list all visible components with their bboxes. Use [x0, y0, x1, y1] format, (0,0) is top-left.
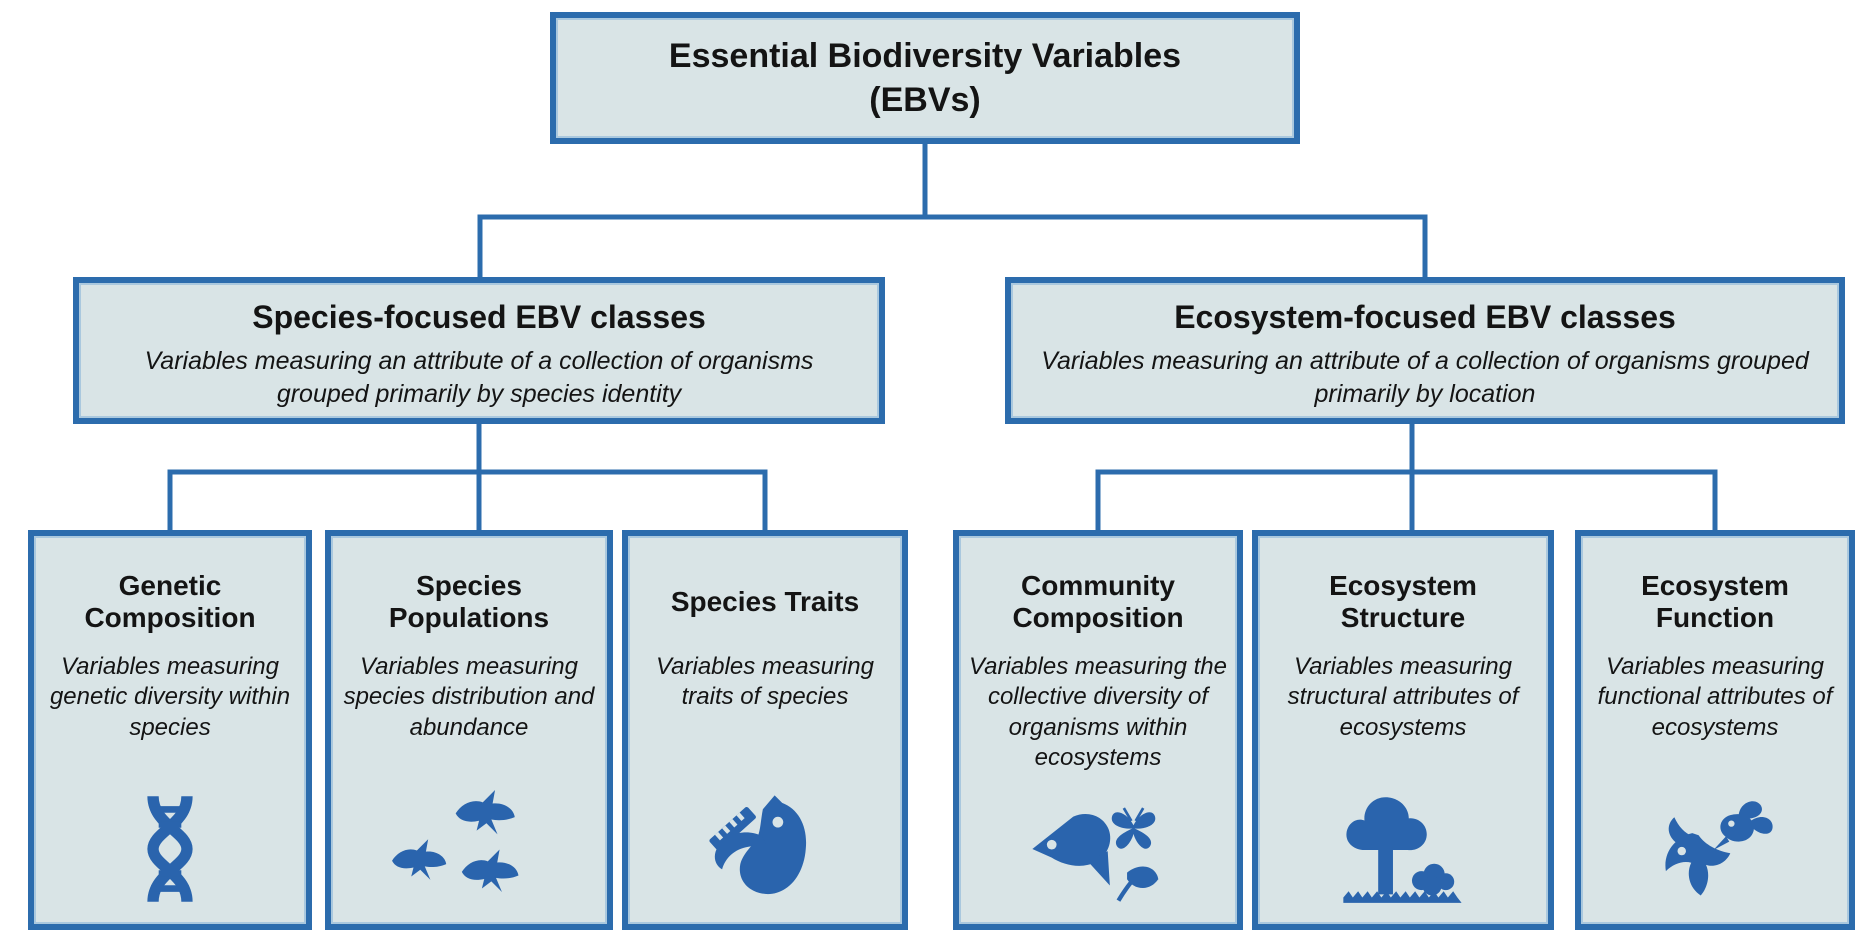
- leaf-description: Variables measuring functional attribute…: [1597, 653, 1833, 741]
- branch-box-ecosystem-focused: Ecosystem-focused EBV classes Variables …: [1005, 277, 1845, 424]
- leaf-description: Variables measuring the collective diver…: [969, 653, 1227, 772]
- branch-title: Ecosystem-focused EBV classes: [1174, 299, 1676, 335]
- birds-icon: [331, 788, 607, 910]
- branch-description: Variables measuring an attribute of a co…: [1041, 347, 1809, 408]
- leaf-box-genetic-composition: Genetic Composition Variables measuring …: [28, 530, 312, 930]
- leaf-title: Ecosystem Structure: [1329, 569, 1477, 633]
- fish-butterfly-icon: [959, 788, 1237, 910]
- leaf-description: Variables measuring genetic diversity wi…: [49, 653, 291, 741]
- fish-bee-icon: [1581, 788, 1849, 910]
- root-title-line1: Essential Biodiversity Variables: [668, 36, 1182, 75]
- leaf-title: Ecosystem Function: [1641, 569, 1789, 633]
- branch-description: Variables measuring an attribute of a co…: [144, 347, 814, 408]
- bird-ruler-icon: [628, 788, 902, 910]
- leaf-box-species-populations: Species Populations Variables measuring …: [325, 530, 613, 930]
- leaf-box-ecosystem-function: Ecosystem Function Variables measuring f…: [1575, 530, 1855, 930]
- dna-icon: [34, 788, 306, 910]
- branch-box-species-focused: Species-focused EBV classes Variables me…: [73, 277, 885, 424]
- leaf-title: Species Populations: [388, 569, 550, 633]
- leaf-description: Variables measuring structural attribute…: [1287, 653, 1519, 741]
- root-box-ebv: Essential Biodiversity Variables (EBVs): [550, 12, 1300, 144]
- leaf-title: Genetic Composition: [84, 569, 256, 633]
- leaf-description: Variables measuring traits of species: [656, 653, 874, 711]
- leaf-title: Species Traits: [670, 585, 860, 617]
- leaf-box-ecosystem-structure: Ecosystem Structure Variables measuring …: [1252, 530, 1554, 930]
- tree-icon: [1258, 788, 1548, 910]
- root-title-line2: (EBVs): [869, 81, 981, 119]
- leaf-description: Variables measuring species distribution…: [343, 653, 595, 741]
- leaf-box-community-composition: Community Composition Variables measurin…: [953, 530, 1243, 930]
- leaf-box-species-traits: Species Traits Variables measuring trait…: [622, 530, 908, 930]
- leaf-title: Community Composition: [1012, 569, 1184, 633]
- branch-title: Species-focused EBV classes: [252, 299, 706, 335]
